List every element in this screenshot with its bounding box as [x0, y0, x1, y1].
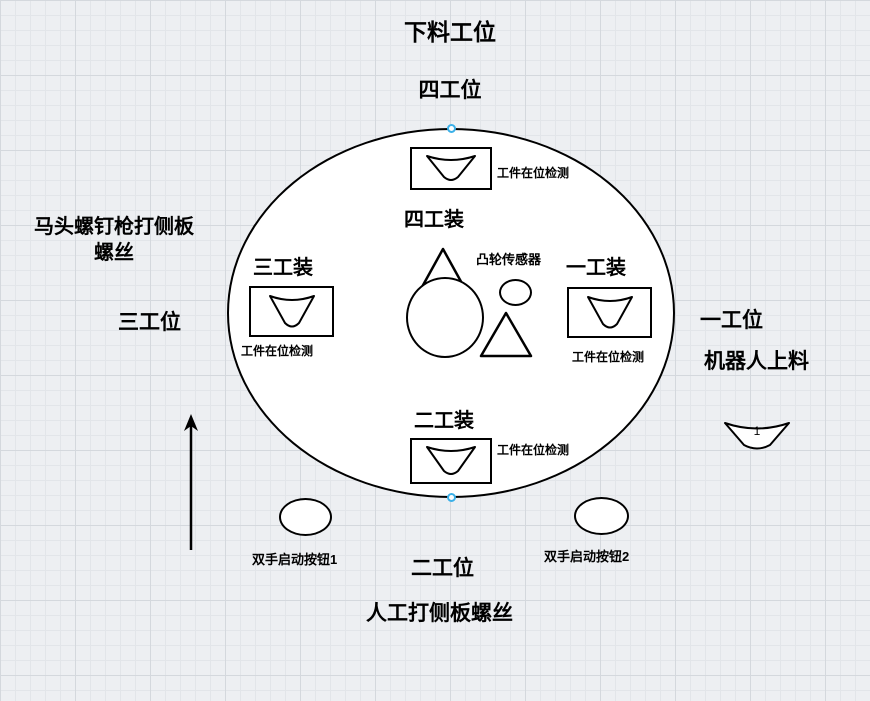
label-station-2: 二工位 — [411, 557, 474, 580]
connection-point-bottom[interactable] — [447, 493, 456, 502]
fan-shape-icon — [426, 446, 476, 475]
fan-shape-icon — [268, 294, 315, 327]
label-cam-sensor: 凸轮传感器 — [476, 252, 542, 267]
label-sensor-left: 工件在位检测 — [241, 344, 314, 358]
connection-point-top[interactable] — [447, 124, 456, 133]
label-station-3: 三工位 — [118, 311, 181, 334]
fixture-3-sensor-box[interactable] — [249, 286, 334, 337]
label-station-4: 四工位 — [418, 79, 482, 102]
label-sensor-bottom: 工件在位检测 — [497, 443, 570, 457]
label-left-process-line2: 螺丝 — [94, 242, 134, 264]
label-fixture-3: 三工装 — [253, 257, 313, 279]
label-sensor-top: 工件在位检测 — [497, 166, 570, 180]
label-left-process: 马头螺钉枪打侧板 螺丝 — [0, 214, 228, 266]
fixture-1-sensor-box[interactable] — [567, 287, 652, 338]
fan-shape-icon — [586, 295, 633, 328]
two-hand-start-button-2[interactable] — [574, 497, 629, 535]
rotation-direction-arrow[interactable] — [178, 412, 204, 554]
fixture-2-sensor-box[interactable] — [410, 438, 492, 484]
part-number: 1 — [753, 424, 761, 438]
label-unload-process: 下料工位 — [404, 19, 496, 45]
part-wedge[interactable]: 1 — [722, 419, 792, 455]
label-robot-load-process: 机器人上料 — [704, 350, 809, 373]
label-station-1: 一工位 — [700, 309, 763, 332]
cam-triangle-bottom[interactable] — [478, 310, 534, 359]
cam-small-ellipse[interactable] — [499, 279, 532, 306]
two-hand-start-button-1[interactable] — [279, 498, 332, 536]
label-fixture-4: 四工装 — [404, 209, 464, 231]
label-button-2: 双手启动按钮2 — [544, 549, 630, 564]
label-sensor-right: 工件在位检测 — [572, 350, 645, 364]
cam-circle[interactable] — [406, 277, 484, 358]
fan-shape-icon — [426, 155, 476, 181]
fan-shape-icon — [724, 422, 790, 450]
label-fixture-2: 二工装 — [414, 410, 474, 432]
label-fixture-1: 一工装 — [566, 257, 626, 279]
label-left-process-line1: 马头螺钉枪打侧板 — [34, 216, 194, 238]
fixture-4-sensor-box[interactable] — [410, 147, 492, 190]
label-manual-screw-process: 人工打侧板螺丝 — [366, 602, 513, 625]
label-button-1: 双手启动按钮1 — [252, 552, 338, 567]
